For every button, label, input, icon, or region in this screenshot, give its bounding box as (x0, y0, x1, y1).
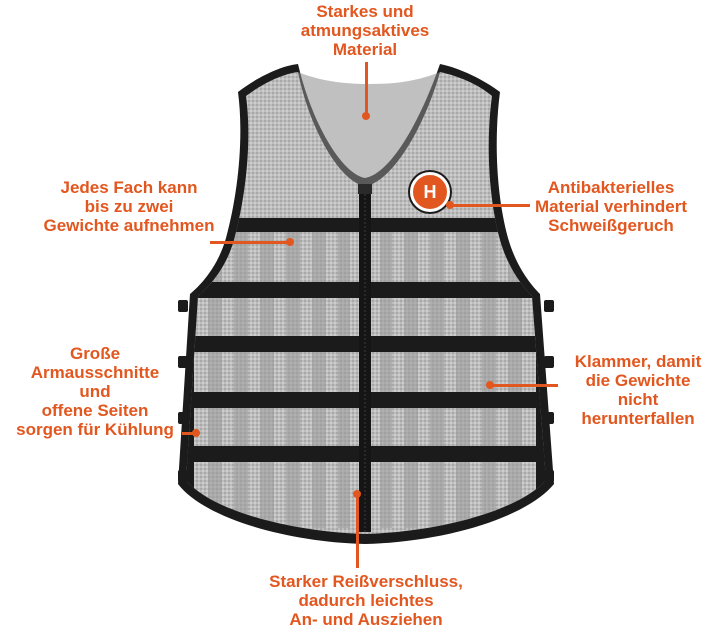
logo-letter: H (423, 181, 437, 202)
annotation-line: atmungsaktives (300, 21, 430, 40)
annotation-line: Klammer, damit (574, 352, 702, 371)
annotation-line: Starker Reißverschluss, (269, 572, 463, 591)
annotation-antibacterial: Antibakterielles Material verhindert Sch… (506, 178, 716, 235)
leader-dot-material (362, 112, 370, 120)
leader-line-compartments (210, 241, 288, 244)
annotation-line: Material (332, 40, 398, 59)
leader-dot-zipper (353, 490, 361, 498)
annotation-line: Starkes und (316, 2, 414, 21)
annotation-line: herunterfallen (581, 409, 695, 428)
leader-line-clamps (490, 384, 558, 387)
annotation-line: Schweißgeruch (548, 216, 674, 235)
leader-dot-compartments (286, 238, 294, 246)
annotation-line: bis zu zwei (84, 197, 174, 216)
annotation-line: Jedes Fach kann (60, 178, 198, 197)
leader-line-antibacterial (450, 204, 530, 207)
annotation-line: Große (69, 344, 121, 363)
collar (298, 72, 440, 186)
annotation-line: Armausschnitte (30, 363, 160, 382)
annotation-line: Gewichte aufnehmen (43, 216, 215, 235)
annotation-line: offene Seiten (41, 401, 149, 420)
annotation-line: Material verhindert (534, 197, 688, 216)
leader-line-zipper (356, 494, 359, 568)
annotation-compartments: Jedes Fach kann bis zu zwei Gewichte auf… (14, 178, 244, 235)
annotation-line: Antibakterielles (547, 178, 675, 197)
leader-dot-antibacterial (446, 201, 454, 209)
annotation-line: An- und Ausziehen (289, 610, 443, 629)
annotation-line: nicht (617, 390, 659, 409)
annotation-clamps: Klammer, damit die Gewichte nicht herunt… (556, 352, 720, 428)
annotation-line: sorgen für Kühlung (16, 420, 174, 439)
annotation-zipper: Starker Reißverschluss, dadurch leichtes… (236, 572, 496, 629)
leader-line-armholes (182, 432, 196, 435)
leader-line-material (365, 62, 368, 114)
annotation-armholes: Große Armausschnitte und offene Seiten s… (2, 344, 188, 439)
leader-dot-armholes (192, 429, 200, 437)
annotation-line: dadurch leichtes (298, 591, 434, 610)
annotation-line: und (79, 382, 111, 401)
annotation-material: Starkes und atmungsaktives Material (270, 2, 460, 59)
h-logo-icon: H (410, 172, 450, 212)
side-clamps (178, 300, 554, 482)
leader-dot-clamps (486, 381, 494, 389)
annotation-line: die Gewichte (585, 371, 691, 390)
weight-pockets (186, 218, 546, 534)
